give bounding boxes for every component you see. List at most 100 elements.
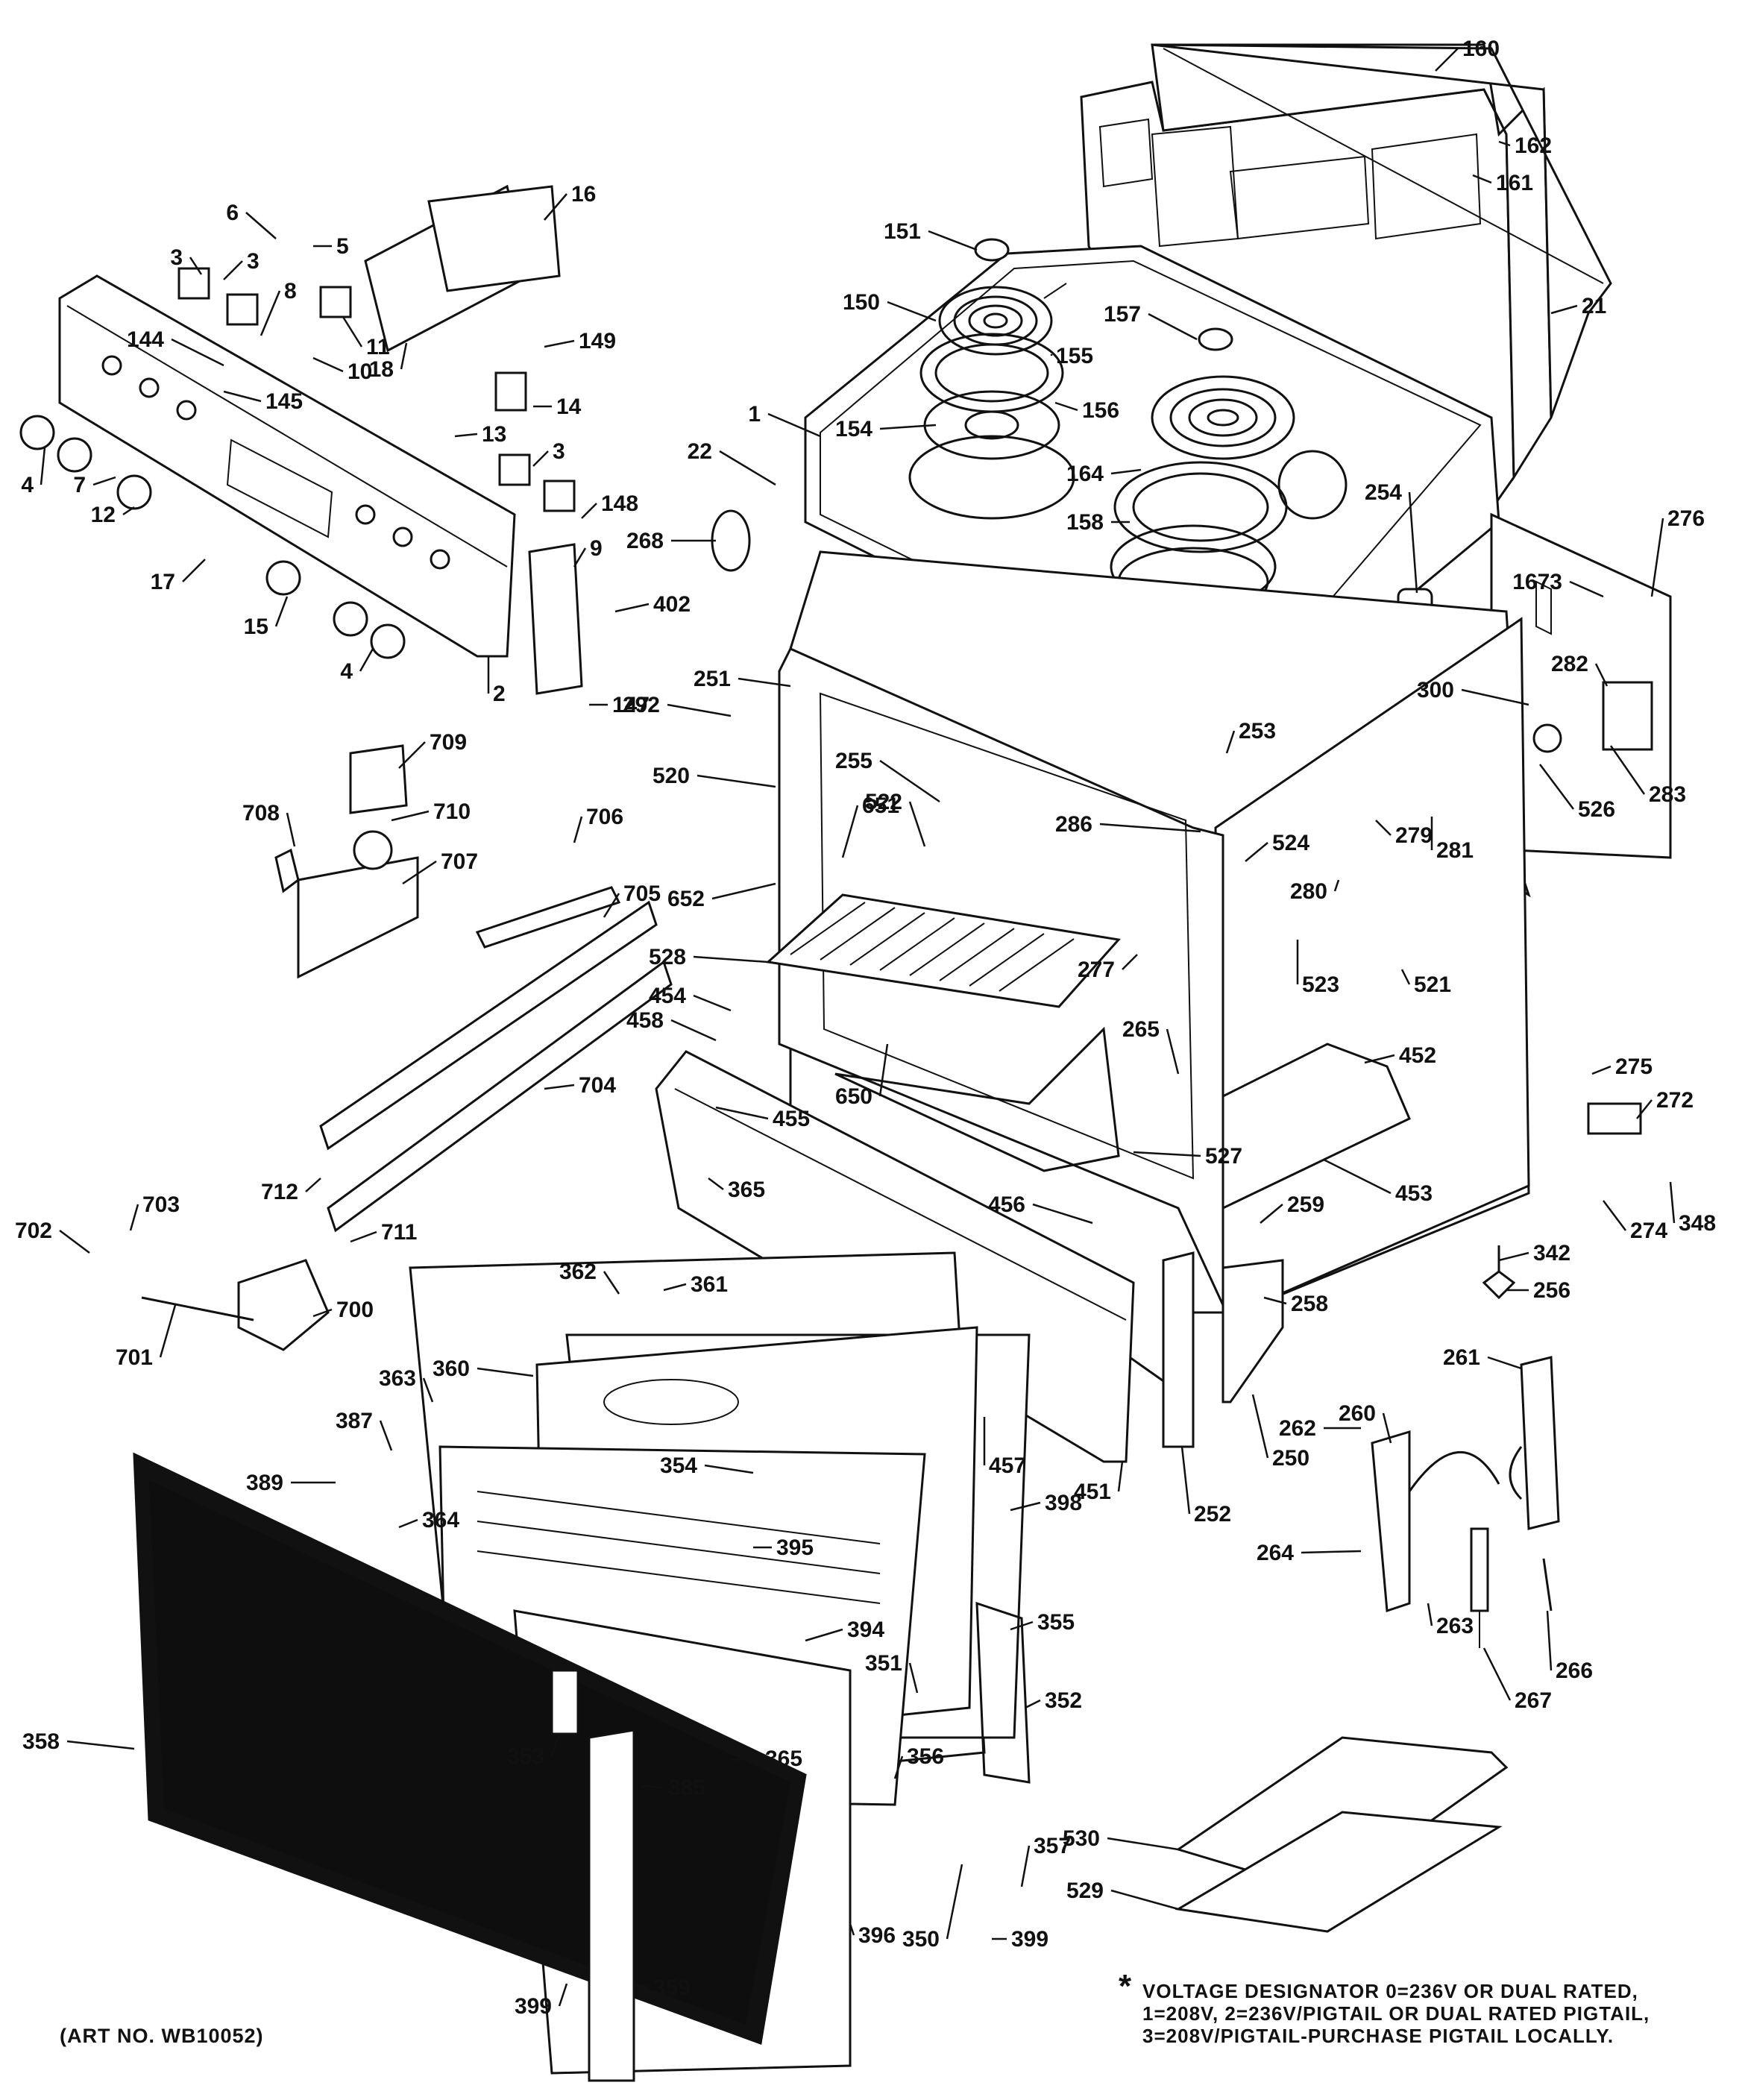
hinge-260 [1371,1430,1500,1613]
leader-line-527 [1133,1151,1201,1157]
part-label-251: 251 [694,667,731,691]
leader-line-354 [704,1464,754,1474]
part-label-3b: 3 [553,439,565,464]
leader-line-362 [603,1271,620,1295]
leader-line-261 [1487,1356,1522,1370]
part-label-155: 155 [1056,344,1093,368]
trim-353 [550,1669,579,1735]
part-label-4b: 4 [340,659,353,684]
part-label-16: 16 [571,182,596,207]
leader-line-528 [693,955,769,963]
slide-704 [319,900,658,1151]
part-label-11: 11 [366,335,390,359]
part-label-529: 529 [1066,1879,1104,1903]
leader-line-10 [312,356,344,373]
leader-line-276 [1650,518,1664,597]
part-label-702: 702 [15,1219,52,1243]
leader-line-521 [1400,969,1411,985]
drip-pan-small [908,333,1075,520]
part-label-275: 275 [1615,1054,1653,1079]
leader-line-454 [693,994,732,1012]
part-label-456: 456 [988,1192,1025,1217]
control-knobs [19,415,406,659]
leader-line-277 [1122,954,1138,970]
leader-line-157 [1148,312,1198,341]
part-label-352: 352 [1045,1688,1082,1713]
leader-line-254 [1408,491,1418,594]
leader-line-351 [908,1662,919,1694]
part-label-526: 526 [1578,797,1615,822]
voltage-note: * VOLTAGE DESIGNATOR 0=236V OR DUAL RATE… [1119,1970,1730,2048]
leader-line-162 [1498,140,1511,147]
slide-706 [475,886,621,949]
leader-line-365b [730,1757,761,1761]
leader-line-3c [189,257,203,275]
side-trim-252 [1162,1251,1195,1448]
bracket-16 [427,185,561,292]
part-label-282: 282 [1551,652,1588,676]
part-label-457: 457 [989,1453,1026,1478]
leader-line-356 [893,1755,904,1779]
leader-line-700 [312,1308,333,1318]
part-label-3: 3 [247,249,260,274]
part-label-1: 1 [748,402,761,427]
part-label-355: 355 [1037,1610,1075,1635]
leader-line-6 [245,212,277,239]
part-label-708: 708 [242,801,280,826]
part-label-8: 8 [284,279,297,304]
part-label-399b: 399 [515,1994,552,2019]
part-label-151: 151 [884,219,921,244]
part-label-259: 259 [1287,1192,1324,1217]
leader-line-651 [841,805,859,858]
leader-line-250 [1251,1394,1269,1459]
leader-line-300 [1461,688,1529,706]
bracket-151 [974,238,1010,262]
part-label-394: 394 [847,1618,884,1642]
leader-line-154 [879,424,937,430]
leader-line-1 [767,412,821,438]
leader-line-712 [305,1178,321,1192]
part-label-365: 365 [728,1178,765,1202]
leader-line-355 [1010,1620,1034,1631]
note-line-1: VOLTAGE DESIGNATOR 0=236V OR DUAL RATED, [1142,1980,1638,2002]
leader-line-15 [274,596,289,627]
part-label-5: 5 [336,234,349,259]
part-label-523: 523 [1302,972,1339,997]
part-label-256: 256 [1533,1278,1570,1303]
part-label-250: 250 [1272,1446,1309,1471]
leader-line-363 [422,1377,434,1403]
note-asterisk: * [1119,1968,1133,2005]
leader-line-701 [159,1304,177,1358]
part-label-361: 361 [691,1272,728,1297]
leader-line-530 [1107,1837,1179,1851]
leader-line-286 [1099,823,1201,833]
leader-line-451 [1117,1461,1124,1492]
part-label-255: 255 [835,749,872,773]
part-label-358: 358 [22,1729,60,1754]
bake-element [834,1026,1120,1172]
part-label-396: 396 [858,1923,896,1948]
leader-line-161 [1472,174,1492,184]
control-panel [58,274,516,658]
leader-line-18 [400,342,408,370]
leader-line-267 [1482,1647,1512,1701]
leader-line-3b [532,450,549,467]
light-bulb-268 [711,509,751,572]
part-label-359: 359 [653,1975,691,2000]
part-label-158: 158 [1066,510,1104,535]
part-label-402: 402 [653,592,691,617]
part-label-157: 157 [1104,302,1141,327]
leader-line-342 [1498,1251,1529,1262]
leader-line-702 [59,1230,90,1254]
part-label-385: 385 [668,1776,705,1800]
part-label-454: 454 [649,984,686,1008]
part-label-13: 13 [482,422,506,447]
leader-line-11 [342,316,363,348]
part-label-272: 272 [1656,1088,1694,1113]
part-label-261: 261 [1443,1345,1480,1370]
part-label-389: 389 [246,1471,283,1495]
part-label-161: 161 [1496,171,1533,195]
part-label-260: 260 [1339,1401,1376,1426]
leader-line-361 [663,1283,687,1292]
